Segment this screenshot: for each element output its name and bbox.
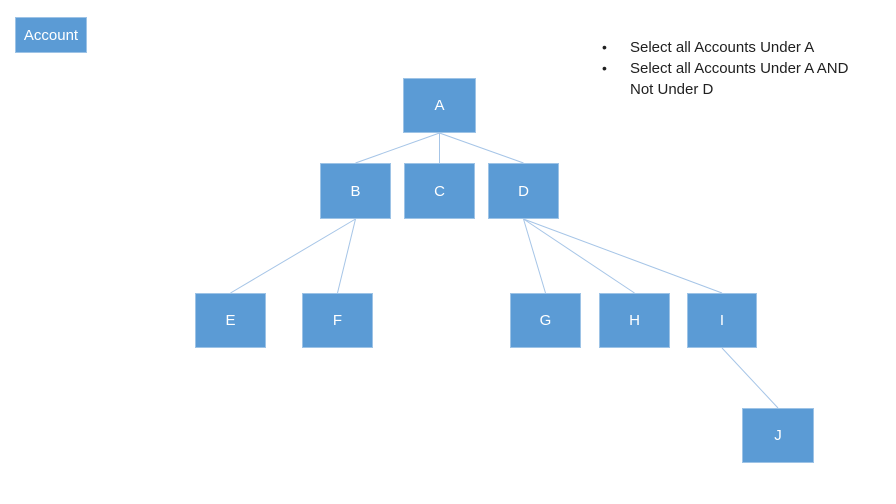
connector-D-H bbox=[523, 218, 635, 294]
connector-A-D bbox=[439, 132, 524, 164]
tree-node-J: J bbox=[742, 408, 814, 463]
tree-node-label: C bbox=[434, 182, 445, 200]
tree-node-label: E bbox=[225, 312, 236, 329]
tree-node-B: B bbox=[320, 163, 391, 219]
account-legend-chip: Account bbox=[15, 17, 87, 53]
connector-A-B bbox=[355, 132, 440, 164]
connector-D-I bbox=[523, 218, 723, 294]
tree-node-label: H bbox=[629, 312, 640, 329]
tree-node-label: J bbox=[774, 427, 782, 444]
tree-node-label: G bbox=[539, 312, 552, 329]
tree-node-label: I bbox=[719, 312, 725, 329]
tree-node-label: D bbox=[518, 182, 529, 200]
tree-node-E: E bbox=[195, 293, 266, 348]
connector-B-E bbox=[230, 218, 356, 294]
tree-node-label: A bbox=[434, 97, 445, 114]
tree-node-F: F bbox=[302, 293, 373, 348]
tree-node-I: I bbox=[687, 293, 757, 348]
tree-node-C: C bbox=[404, 163, 475, 219]
connector-B-F bbox=[337, 218, 356, 294]
tree-node-label: B bbox=[350, 182, 361, 200]
notes-list: Select all Accounts Under ASelect all Ac… bbox=[598, 37, 860, 100]
account-legend-label: Account bbox=[23, 26, 79, 44]
connector-I-J bbox=[721, 347, 779, 409]
tree-node-G: G bbox=[510, 293, 581, 348]
connector-D-G bbox=[523, 218, 546, 294]
note-item: Select all Accounts Under A AND Not Unde… bbox=[598, 58, 860, 100]
tree-node-A: A bbox=[403, 78, 476, 133]
note-item: Select all Accounts Under A bbox=[598, 37, 860, 58]
tree-node-D: D bbox=[488, 163, 559, 219]
tree-node-H: H bbox=[599, 293, 670, 348]
tree-node-label: F bbox=[332, 312, 343, 329]
